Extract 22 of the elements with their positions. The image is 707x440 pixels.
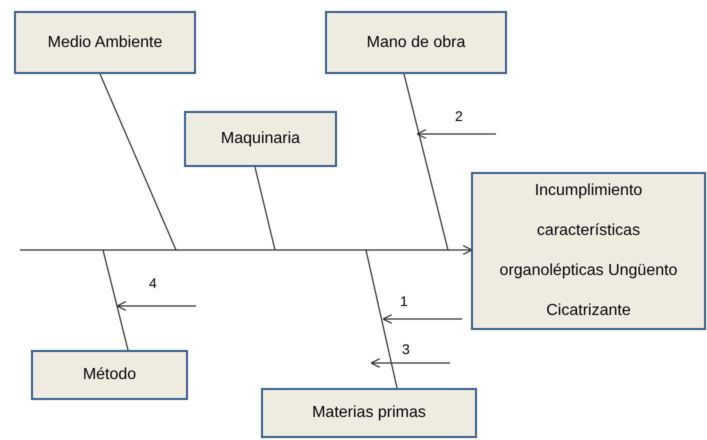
cause-box: [261, 388, 477, 438]
spine-arrow: [20, 244, 472, 256]
box-label: Materias primas: [312, 403, 426, 423]
bone-line: [365, 250, 398, 388]
callout-number: 4: [149, 275, 157, 291]
cause-box: [184, 111, 337, 167]
cause-box: [325, 11, 507, 74]
bone-line: [102, 250, 129, 350]
bone-line: [403, 74, 449, 250]
callout-number: 2: [455, 108, 463, 124]
effect-box: [471, 172, 706, 330]
bone-line: [99, 74, 177, 250]
box-label: Mano de obra: [366, 32, 466, 52]
box-label: Incumplimiento características organolépticas Ungüento Cicatrizante: [498, 181, 678, 321]
callout-number: 3: [402, 341, 410, 357]
callout-number: 1: [400, 293, 408, 309]
bone-line: [254, 166, 276, 250]
box-label: Método: [82, 365, 136, 385]
cause-box: [31, 350, 188, 400]
cause-box: [14, 11, 196, 74]
box-label: Maquinaria: [220, 129, 300, 149]
box-label: Medio Ambiente: [48, 32, 162, 52]
